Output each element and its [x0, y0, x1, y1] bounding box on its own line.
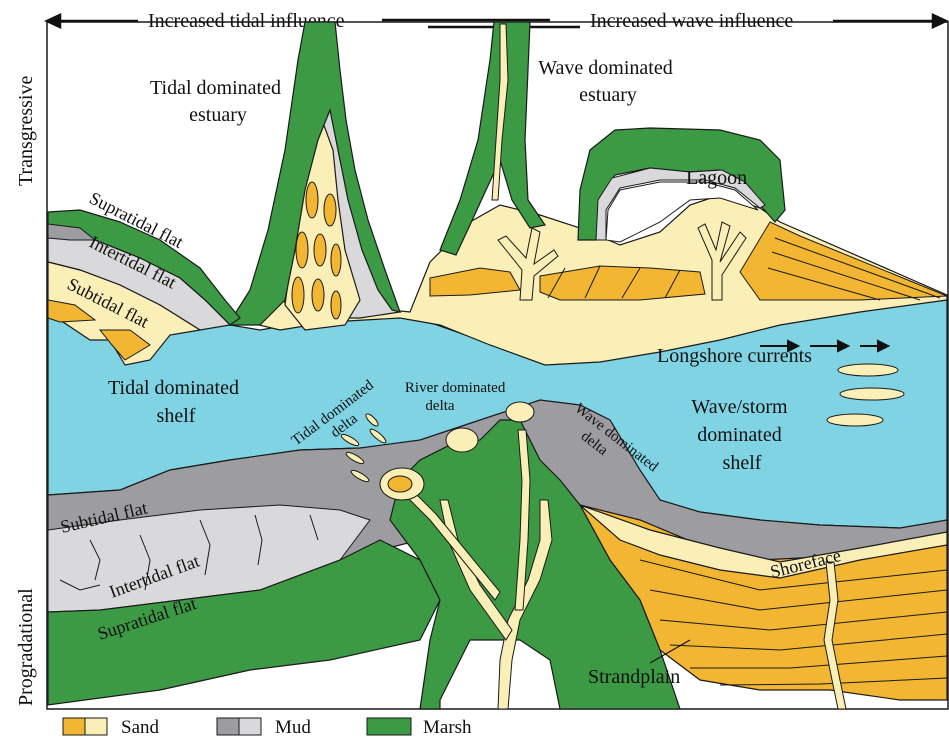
- legend-item-marsh: Marsh: [367, 717, 472, 738]
- delta-mouth-bar-dark: [388, 476, 412, 492]
- legend-item-sand: Sand: [63, 717, 160, 738]
- legend-label-sand: Sand: [121, 717, 160, 738]
- legend-swatch-mud-dark: [217, 718, 239, 735]
- legend-swatch-sand-light: [85, 718, 107, 735]
- legend-item-mud: Mud: [217, 717, 311, 738]
- longshore-label: Longshore currents: [657, 345, 812, 367]
- legend-label-marsh: Marsh: [423, 717, 472, 738]
- legend: Sand Mud Marsh: [63, 717, 472, 738]
- legend-swatch-sand-dark: [63, 718, 85, 735]
- progradational-label: Progradational: [15, 588, 37, 706]
- lagoon-label: Lagoon: [686, 167, 747, 189]
- wave-influence-label: Increased wave influence: [590, 10, 793, 32]
- legend-swatch-mud-light: [239, 718, 261, 735]
- transgressive-label: Transgressive: [15, 76, 37, 186]
- strandplain-label: Strandplain: [588, 666, 680, 688]
- legend-swatch-marsh: [367, 718, 411, 735]
- legend-label-mud: Mud: [275, 717, 311, 738]
